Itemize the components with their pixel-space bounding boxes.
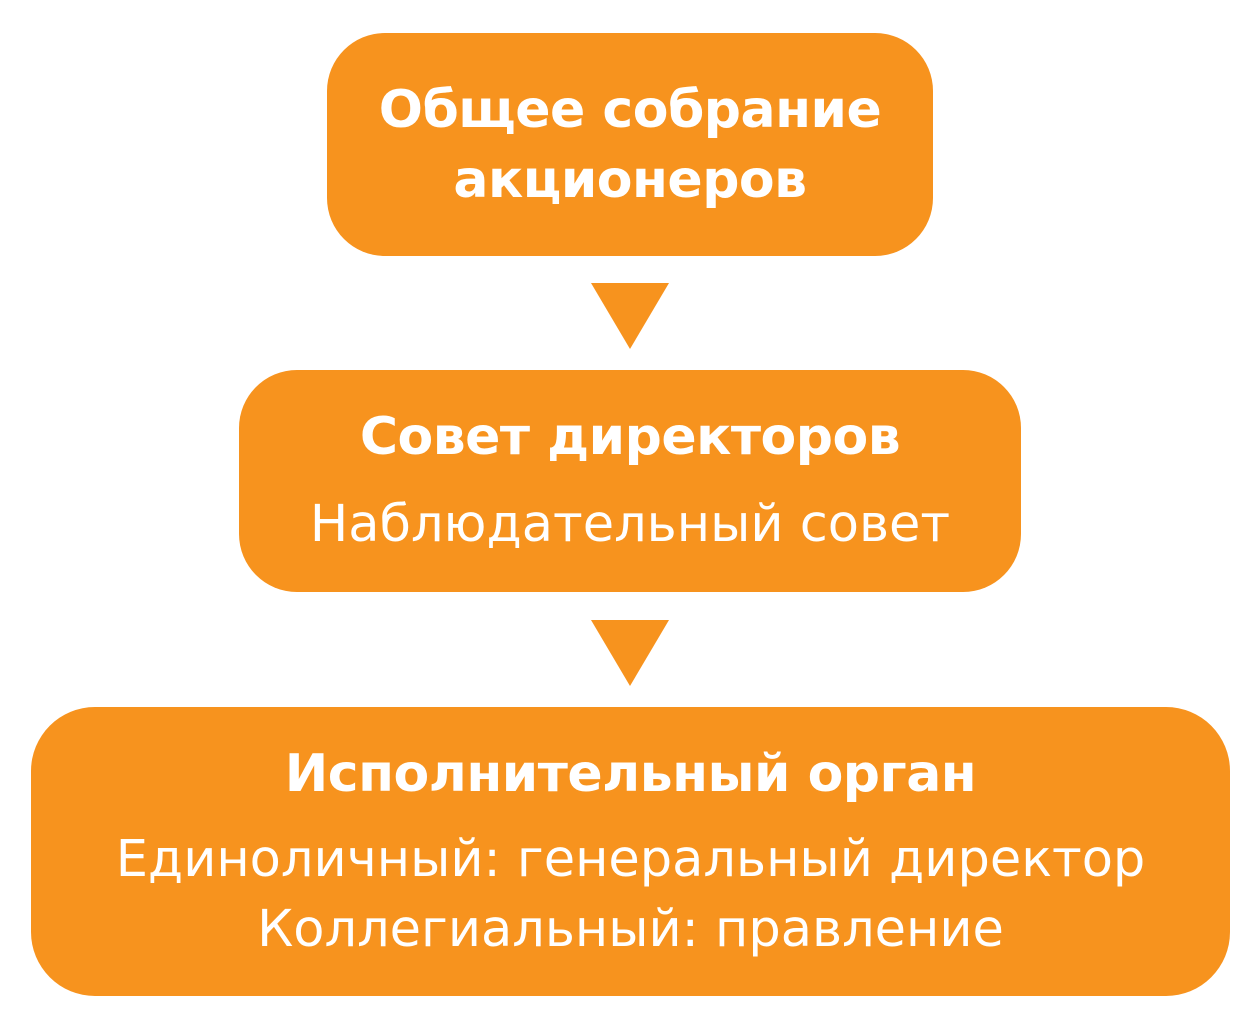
- node-executive-body: Исполнительный орган Единоличный: генера…: [31, 707, 1230, 996]
- node-executive-title: Исполнительный орган: [284, 743, 977, 804]
- node-board-of-directors: Совет директоров Наблюдательный совет: [239, 370, 1021, 592]
- node-board-subtitle: Наблюдательный совет: [309, 495, 951, 554]
- node-general-meeting: Общее собрание акционеров: [327, 33, 933, 256]
- node-executive-sole-line: Единоличный: генеральный директор: [115, 829, 1146, 889]
- node-board-title: Совет директоров: [359, 407, 901, 467]
- node-general-meeting-title-line-1: Общее собрание: [378, 79, 882, 140]
- down-arrow-icon: [591, 283, 669, 349]
- node-executive-collegial-line: Коллегиальный: правление: [257, 899, 1004, 959]
- down-arrow-icon: [591, 620, 669, 686]
- node-general-meeting-title-line-2: акционеров: [453, 149, 807, 210]
